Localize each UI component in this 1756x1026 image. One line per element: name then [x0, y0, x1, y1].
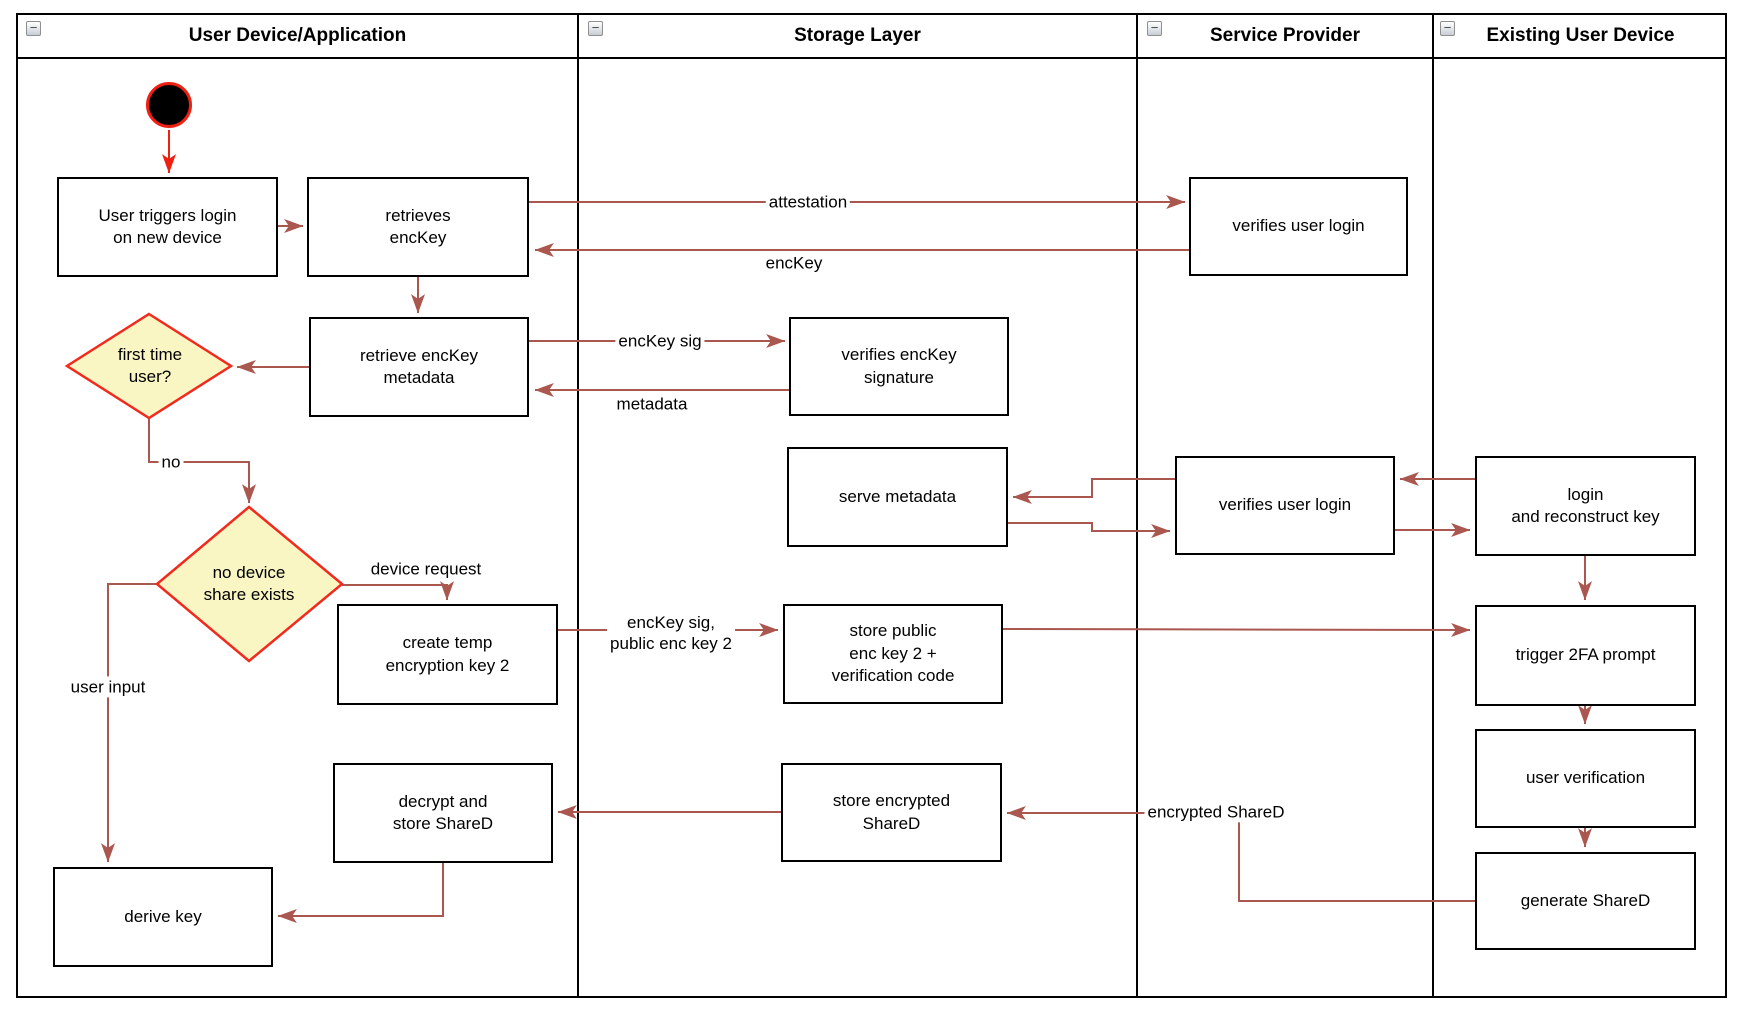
node-decrypt-store-shared[interactable]: decrypt and store ShareD: [333, 763, 553, 863]
edge-user-input: [101, 583, 157, 863]
swimlane-header-separator: [16, 57, 1727, 59]
node-derive-key[interactable]: derive key: [53, 867, 273, 967]
edge-serve-metadata-to-verifies-login: [1008, 522, 1171, 538]
lane-title-existing-user-device: Existing User Device: [1486, 25, 1675, 46]
node-generate-shared[interactable]: generate ShareD: [1475, 852, 1696, 950]
lane-title-storage-layer: Storage Layer: [794, 25, 921, 46]
edge-label-metadata: metadata: [616, 394, 688, 414]
swimlane-divider-1: [577, 13, 579, 998]
node-user-verification[interactable]: user verification: [1475, 729, 1696, 828]
lane-title-service-provider: Service Provider: [1210, 25, 1360, 46]
lane-title-user-device-application: User Device/Application: [188, 25, 407, 46]
swimlane-divider-3: [1432, 13, 1434, 998]
node-create-temp-encryption-key[interactable]: create temp encryption key 2: [337, 604, 558, 705]
edge-label-user-input: user input: [67, 676, 149, 698]
collapse-lane-icon[interactable]: −: [1147, 21, 1162, 36]
edge-label-enckey-sig-public: encKey sig, public enc key 2: [607, 611, 735, 655]
node-trigger-2fa-prompt[interactable]: trigger 2FA prompt: [1475, 605, 1696, 706]
decision-label-no-device-share: no device share exists: [203, 562, 295, 604]
start-node[interactable]: [146, 82, 192, 128]
decision-no-device-share[interactable]: [155, 505, 344, 663]
node-store-encrypted-shared[interactable]: store encrypted ShareD: [781, 763, 1002, 862]
node-retrieves-enckey[interactable]: retrieves encKey: [307, 177, 529, 277]
node-serve-metadata[interactable]: serve metadata: [787, 447, 1008, 547]
collapse-lane-icon[interactable]: −: [1440, 21, 1455, 36]
edge-label-attestation: attestation: [765, 191, 851, 213]
decision-first-time-user[interactable]: [64, 312, 234, 420]
node-verifies-enckey-signature[interactable]: verifies encKey signature: [789, 317, 1009, 416]
edge-store-public-to-trigger-2fa: [1002, 622, 1471, 637]
edge-label-enckey: encKey: [765, 253, 823, 273]
node-retrieve-enckey-metadata[interactable]: retrieve encKey metadata: [309, 317, 529, 417]
edge-label-device-request: device request: [370, 559, 482, 579]
edge-decrypt-to-derive-key: [277, 863, 444, 923]
decision-label-first-time-user: first time user?: [117, 344, 183, 386]
edge-label-enckey-sig: encKey sig: [615, 330, 705, 352]
node-store-public-enc-key[interactable]: store public enc key 2 + verification co…: [783, 604, 1003, 704]
collapse-lane-icon[interactable]: −: [588, 21, 603, 36]
node-user-triggers-login[interactable]: User triggers login on new device: [57, 177, 278, 277]
edge-device-request: [342, 581, 454, 601]
edge-encrypted-shared: [1006, 806, 1475, 902]
node-verifies-user-login-top[interactable]: verifies user login: [1189, 177, 1408, 276]
edge-label-encrypted-shared: encrypted ShareD: [1144, 801, 1288, 823]
node-login-and-reconstruct-key[interactable]: login and reconstruct key: [1475, 456, 1696, 556]
edge-verifies-login-to-serve-metadata: [1012, 478, 1175, 504]
collapse-lane-icon[interactable]: −: [26, 21, 41, 36]
swimlane-divider-2: [1136, 13, 1138, 998]
edge-label-no: no: [158, 451, 184, 473]
node-verifies-user-login-mid[interactable]: verifies user login: [1175, 456, 1395, 555]
edge-no-branch: [148, 417, 256, 504]
